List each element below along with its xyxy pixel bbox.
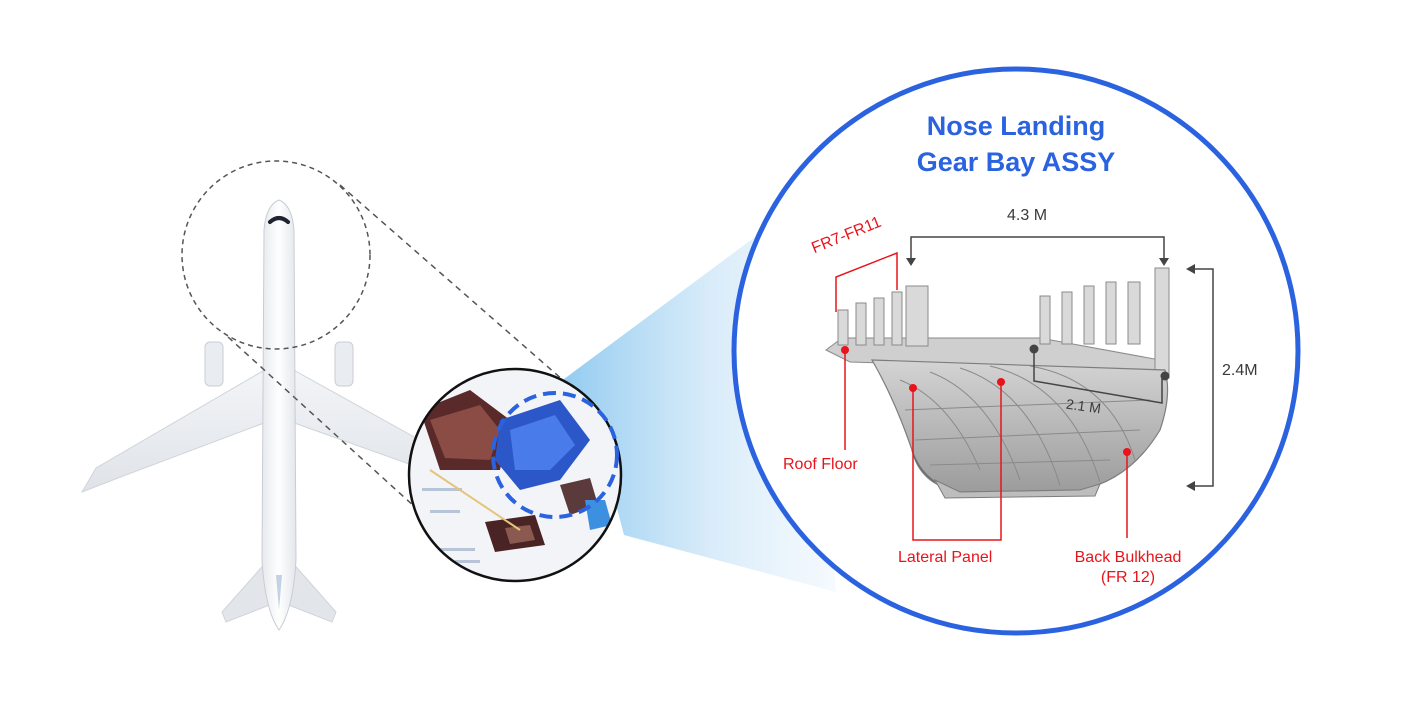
back-bulkhead-label: Back Bulkhead (FR 12): [1058, 548, 1198, 588]
back-bulkhead-label-line-2: (FR 12): [1100, 569, 1156, 586]
callout-dots: [841, 346, 1131, 456]
airplane-icon: [80, 199, 486, 631]
roof-floor-label: Roof Floor: [783, 456, 858, 473]
lateral-panel-label: Lateral Panel: [898, 549, 993, 566]
parts-breakdown-circle: [407, 367, 623, 583]
dimension-lines: [910, 236, 1214, 487]
height-dimension-label: 2.4M: [1222, 362, 1258, 379]
nose-highlight-circle: [181, 160, 371, 350]
length-dimension-label: 4.3 M: [1007, 207, 1048, 224]
dimension-dots: [1029, 344, 1170, 381]
title-line-2: Gear Bay ASSY: [916, 147, 1116, 177]
dimension-arrowheads: [906, 258, 1195, 491]
back-bulkhead-label-line-1: Back Bulkhead: [1074, 549, 1182, 566]
callout-lines: [835, 251, 1128, 541]
gear-bay-assembly-drawing: [825, 267, 1170, 499]
title-line-1: Nose Landing: [926, 111, 1106, 141]
diagram-title: Nose Landing Gear Bay ASSY: [896, 108, 1136, 180]
